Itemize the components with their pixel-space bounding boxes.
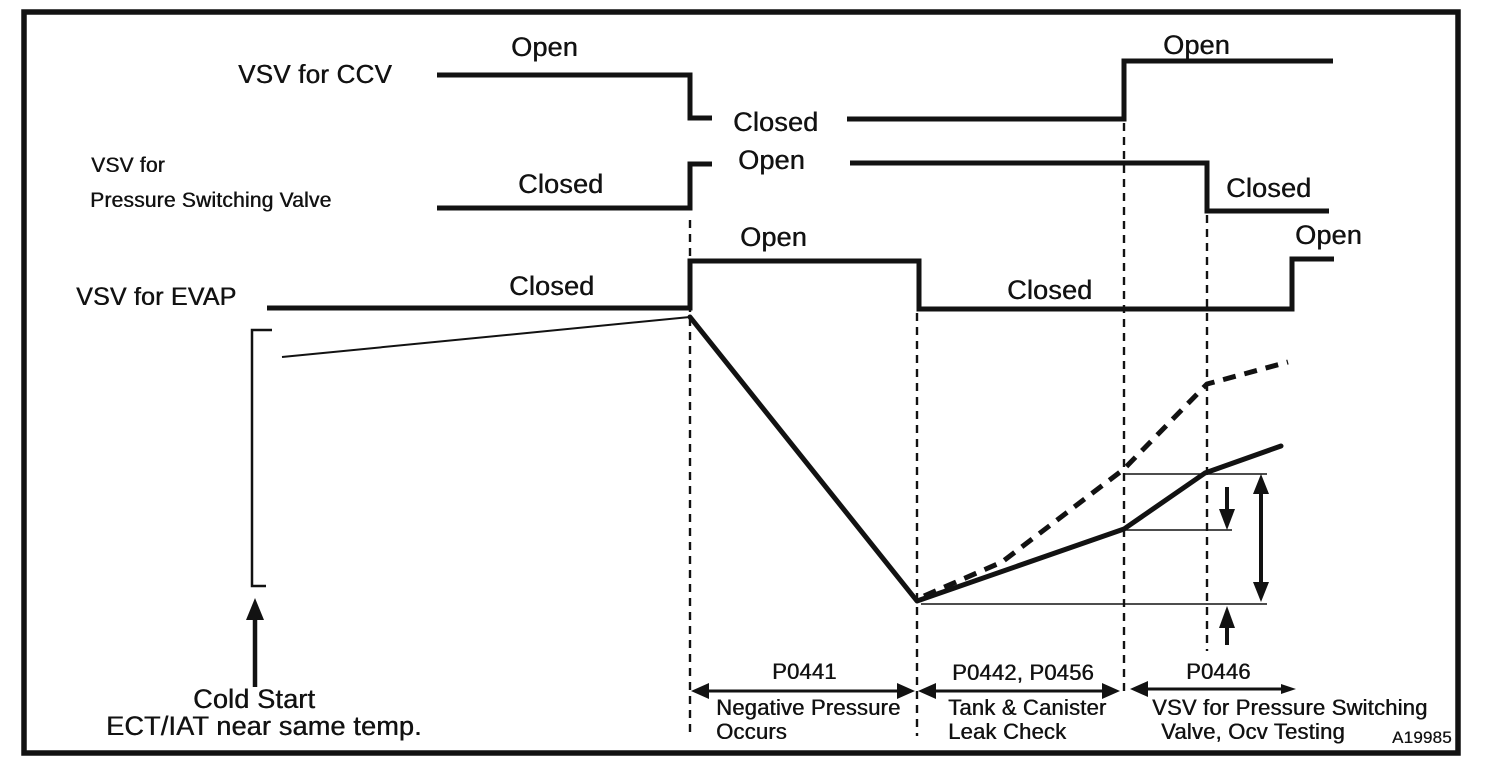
signal-ccv-trace	[437, 58, 1333, 122]
signal-psv-state-closed-1: Closed	[518, 169, 604, 199]
pressure-diff-double-arrow-icon	[1253, 474, 1269, 602]
signal-psv-label-line2: Pressure Switching Valve	[90, 189, 332, 212]
phase-p0446-code: P0446	[1186, 659, 1251, 684]
signal-evap-state-closed-2: Closed	[1007, 275, 1093, 305]
phase-p0441-code: P0441	[772, 659, 837, 684]
pressure-reference-lines	[921, 473, 1267, 605]
pressure-intro-line	[281, 316, 691, 358]
signal-evap-label: VSV for EVAP	[76, 283, 237, 311]
signal-evap-state-open-2: Open	[1295, 220, 1362, 250]
signal-evap-trace	[267, 256, 1334, 312]
phase-p0441-desc-line2: Occurs	[716, 719, 787, 744]
cold-start-arrow-icon	[246, 598, 264, 687]
signal-psv-state-open: Open	[738, 145, 805, 175]
ect-iat-label: ECT/IAT near same temp.	[106, 711, 422, 741]
phase-arrow-p0442-p0456	[918, 683, 1120, 699]
signal-evap-state-closed-1: Closed	[509, 271, 595, 301]
signal-ccv-state-closed: Closed	[733, 107, 819, 137]
pressure-solid-curve	[687, 314, 1284, 604]
phase-p0442-code: P0442, P0456	[952, 660, 1094, 685]
signal-psv-trace	[437, 160, 1329, 214]
measurement-bracket	[250, 328, 272, 588]
cold-start-label: Cold Start	[193, 684, 316, 714]
pressure-diff-up-arrow-icon	[1219, 606, 1235, 645]
signal-ccv-label: VSV for CCV	[238, 59, 392, 89]
phase-arrow-p0446	[1130, 681, 1296, 697]
phase-p0441-desc-line1: Negative Pressure	[716, 695, 901, 720]
figure-code: A19985	[1392, 728, 1452, 747]
signal-evap-state-open-1: Open	[740, 222, 807, 252]
timeline-dashed-lines	[688, 123, 1209, 736]
pressure-dashed-curve	[923, 359, 1289, 599]
signal-ccv-state-open-2: Open	[1163, 30, 1230, 60]
phase-p0442-desc-line1: Tank & Canister	[948, 695, 1107, 720]
phase-arrow-p0441	[691, 683, 915, 699]
pressure-diff-down-arrow-icon	[1219, 487, 1235, 530]
phase-p0446-desc-line1: VSV for Pressure Switching	[1152, 695, 1428, 720]
signal-psv-state-closed-2: Closed	[1226, 173, 1312, 203]
phase-p0442-desc-line2: Leak Check	[948, 719, 1067, 744]
diagram-border	[21, 9, 1461, 756]
phase-p0446-desc-line2: Valve, Ocv Testing	[1161, 719, 1345, 744]
signal-ccv-state-open-1: Open	[511, 32, 578, 62]
signal-psv-label-line1: VSV for	[91, 154, 165, 177]
